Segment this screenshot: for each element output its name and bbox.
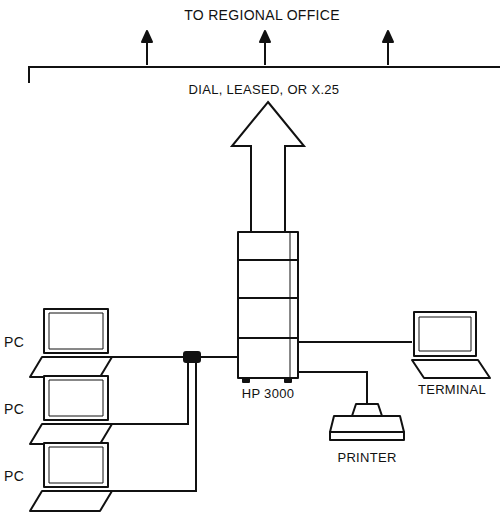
arrow-head xyxy=(142,31,152,42)
destination-label: TO REGIONAL OFFICE xyxy=(184,7,340,23)
printer-body xyxy=(330,416,404,432)
pc-screen-inner xyxy=(49,380,103,416)
pc-node: PC xyxy=(4,374,112,446)
node-label: DIAL, LEASED, OR X.25 xyxy=(189,82,340,98)
network-band: DIAL, LEASED, OR X.25 xyxy=(28,66,500,100)
cabinet-body xyxy=(238,232,298,378)
arrow-line xyxy=(146,42,148,65)
hub-symbol xyxy=(184,352,200,362)
terminal-node: TERMINAL xyxy=(412,312,492,400)
node-label: PC xyxy=(4,334,24,350)
pc-screen xyxy=(44,376,108,420)
printer-base xyxy=(330,432,404,440)
network-cable xyxy=(298,372,367,404)
cabinet-side xyxy=(290,232,291,378)
printer-icon xyxy=(330,404,404,440)
uplink-arrow xyxy=(232,102,304,232)
network-cable xyxy=(298,341,412,343)
terminal-screen-inner xyxy=(419,317,471,351)
printer-paper xyxy=(352,404,382,416)
bracket-line xyxy=(29,67,500,83)
network-cable xyxy=(112,357,238,491)
node-label: PC xyxy=(4,468,24,484)
terminal-keyboard xyxy=(412,360,490,378)
arrow-head xyxy=(260,31,270,42)
minicomputer-cabinet xyxy=(238,232,298,382)
node-label: PC xyxy=(4,401,24,417)
pc-screen xyxy=(44,309,108,353)
pc-icon xyxy=(30,309,112,377)
cabinet-foot xyxy=(243,378,249,382)
terminal-screen xyxy=(414,312,476,356)
arrow-line xyxy=(264,42,266,65)
node-label: TERMINAL xyxy=(418,382,486,398)
cabinet-foot xyxy=(285,378,291,382)
arrow-line xyxy=(387,42,389,65)
arrow-head xyxy=(383,31,393,42)
cabinet-shelf xyxy=(238,337,298,339)
terminal-icon xyxy=(412,312,490,378)
node-label: PRINTER xyxy=(337,450,396,466)
pc-screen-inner xyxy=(49,447,103,483)
pc-keyboard xyxy=(30,424,112,444)
pc-icon xyxy=(30,376,112,444)
pc-screen-inner xyxy=(49,313,103,349)
cabinet-shelf xyxy=(238,259,298,261)
pc-node: PC xyxy=(4,307,112,379)
pc-screen xyxy=(44,443,108,487)
pc-icon xyxy=(30,443,112,511)
pc-keyboard xyxy=(30,491,112,511)
network-cable xyxy=(112,357,238,424)
node-label: HP 3000 xyxy=(242,386,294,402)
label-box: TO REGIONAL OFFICE xyxy=(24,6,500,24)
pc-keyboard xyxy=(30,357,112,377)
printer-node: PRINTER xyxy=(330,404,404,468)
pc-node: PC xyxy=(4,441,112,513)
uplink-arrows xyxy=(142,31,393,65)
host-computer: HP 3000 xyxy=(238,232,298,404)
cabinet-shelf xyxy=(238,297,298,299)
